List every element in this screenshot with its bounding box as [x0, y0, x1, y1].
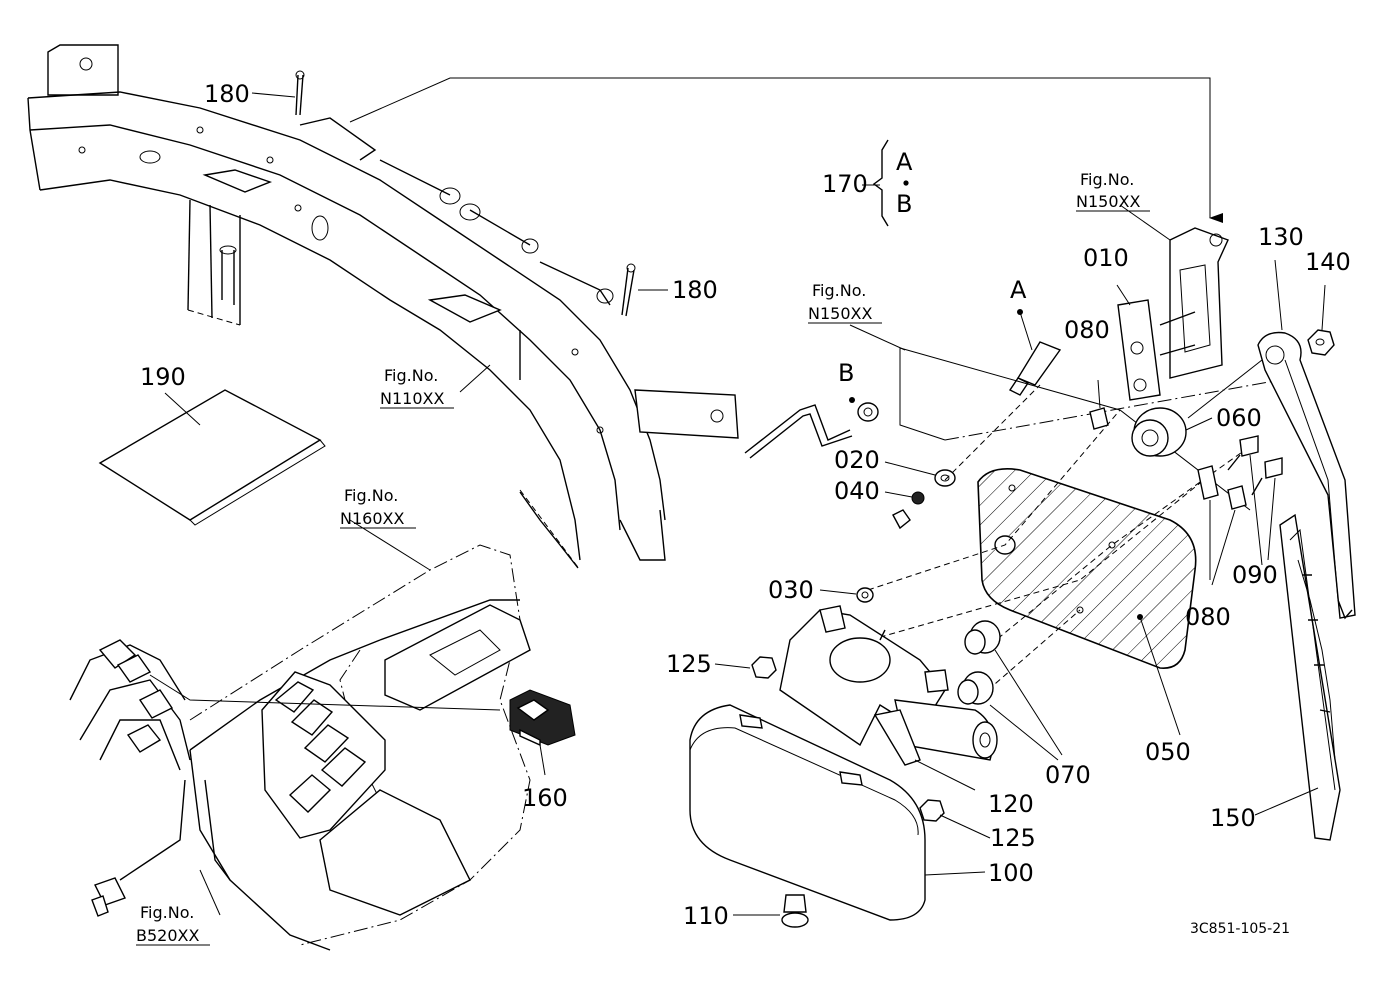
fig-n160-line1: Fig.No.	[344, 486, 398, 505]
washer-030	[819, 587, 874, 603]
rod-b	[744, 397, 879, 459]
washer-040	[884, 491, 925, 530]
fig-ref-underlines	[136, 184, 1150, 946]
kit-170-item-a: A	[896, 148, 913, 176]
part-labels: 180 180 190 170 A B 130 140 010 A 080 B …	[136, 80, 1351, 945]
part-180-right: 180	[672, 276, 718, 304]
part-180-top: 180	[204, 80, 250, 108]
screw-110	[733, 894, 809, 928]
spacers-080-right	[1197, 465, 1247, 586]
cotter-pin-top	[251, 70, 305, 116]
leader-a-to-bracket	[349, 77, 1223, 223]
part-160: 160	[522, 784, 568, 812]
part-100: 100	[988, 859, 1034, 887]
part-090: 090	[1232, 561, 1278, 589]
motor-assembly-120	[779, 605, 998, 791]
fig-n150-mid-line1: Fig.No.	[812, 281, 866, 300]
washer-020	[884, 461, 956, 487]
part-010: 010	[1083, 244, 1129, 272]
fig-n110-line2: N110XX	[380, 389, 444, 408]
fig-n150-top-line2: N150XX	[1076, 192, 1140, 211]
part-125-left: 125	[666, 650, 712, 678]
grommet-060	[1131, 407, 1213, 457]
part-120: 120	[988, 790, 1034, 818]
part-170: 170	[822, 170, 868, 198]
switch-160	[509, 689, 576, 776]
part-190: 190	[140, 363, 186, 391]
fig-n160-line2: N160XX	[340, 509, 404, 528]
part-070: 070	[1045, 761, 1091, 789]
motor-cover-100	[689, 704, 986, 921]
bracket-plate-050	[977, 468, 1197, 736]
kit-170-bracket	[872, 139, 909, 227]
fig-n150-mid-line2: N150XX	[808, 304, 872, 323]
fig-b520-line1: Fig.No.	[140, 903, 194, 922]
nut-125-right	[919, 799, 991, 839]
fig-n110-line1: Fig.No.	[384, 366, 438, 385]
fig-n150-top-line1: Fig.No.	[1080, 170, 1134, 189]
sheet-190	[98, 389, 326, 526]
part-110: 110	[683, 902, 729, 930]
screws-090	[1227, 435, 1283, 566]
part-130: 130	[1258, 223, 1304, 251]
part-140: 140	[1305, 248, 1351, 276]
plate-010	[1116, 284, 1196, 401]
part-080-right: 080	[1185, 603, 1231, 631]
fig-b520-line2: B520XX	[136, 926, 199, 945]
cotter-pin-right	[621, 263, 668, 317]
cab-frame	[27, 44, 739, 571]
grommets-070	[957, 620, 1063, 761]
part-030: 030	[768, 576, 814, 604]
wiper-arm-130	[1187, 259, 1356, 620]
nut-125-left	[714, 656, 777, 679]
n110-leader	[459, 364, 491, 393]
dashboard-panel	[69, 519, 531, 951]
ref-letter-b: B	[838, 359, 854, 387]
drawing-code: 3C851-105-21	[1190, 921, 1290, 937]
part-040: 040	[834, 477, 880, 505]
wiper-blade-150	[1254, 513, 1341, 841]
part-080-top: 080	[1064, 316, 1110, 344]
part-020: 020	[834, 446, 880, 474]
part-150: 150	[1210, 804, 1256, 832]
ref-letter-a: A	[1010, 276, 1027, 304]
spacer-080-top	[1089, 379, 1109, 430]
part-050: 050	[1145, 738, 1191, 766]
kit-170-item-b: B	[896, 190, 912, 218]
nut-140	[1307, 284, 1335, 356]
part-060: 060	[1216, 404, 1262, 432]
pin-a	[1008, 309, 1062, 396]
part-125-right: 125	[990, 824, 1036, 852]
